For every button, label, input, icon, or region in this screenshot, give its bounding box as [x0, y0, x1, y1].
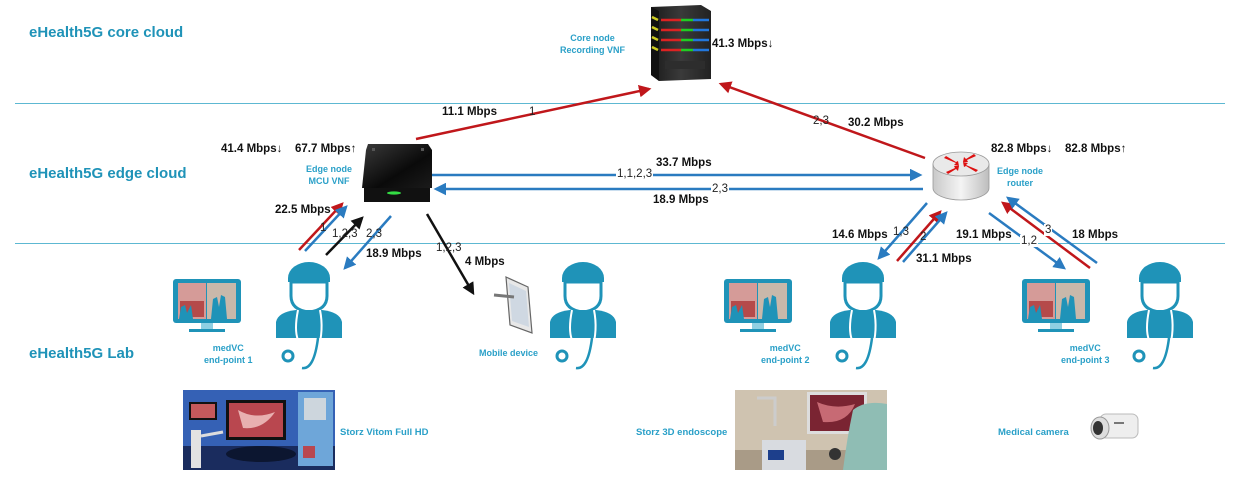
- link-ep1-mcu-blue: [304, 205, 348, 252]
- rate-ep3-router: 18 Mbps: [1072, 229, 1119, 241]
- operating-room-photo: [183, 390, 335, 470]
- flows-mcu-mobile: 1,2,3: [436, 242, 462, 254]
- rate-mcu-mobile: 4 Mbps: [465, 256, 505, 268]
- video-conference-monitor-icon: [1022, 279, 1090, 332]
- flows-mcu-ep1: 2,3: [366, 228, 382, 240]
- endpoint-2-label-line2: end-point 2: [761, 355, 810, 365]
- link-ep1-mcu-black: [325, 216, 364, 256]
- endpoint-3-label-line1: medVC: [1069, 343, 1101, 353]
- mobile-device-label: Mobile device: [479, 348, 539, 358]
- core-node-label: Core node Recording VNF: [560, 32, 625, 56]
- mcu-node-label-line2: MCU VNF: [308, 176, 350, 186]
- endpoint-3-label: medVC end-point 3: [1061, 342, 1110, 366]
- doctor-icon: [1127, 262, 1193, 370]
- endoscope-photo: [735, 390, 887, 470]
- rate-mcu-core: 11.1 Mbps: [442, 106, 497, 118]
- link-router-ep2: [877, 202, 928, 260]
- doctor-icon: [830, 262, 896, 370]
- endpoint-1-label-line2: end-point 1: [204, 355, 253, 365]
- rate-router-ep3: 19.1 Mbps: [956, 229, 1012, 241]
- link-ep2-router-red: [896, 210, 942, 262]
- core-node-throughput-down: 41.3 Mbps↓: [712, 38, 774, 50]
- mcu-throughput-down: 41.4 Mbps↓: [221, 143, 283, 155]
- flows-ep1-mcu: 1: [320, 222, 327, 234]
- core-node-label-line1: Core node: [570, 33, 615, 43]
- device-label-camera: Medical camera: [998, 427, 1069, 438]
- link-mcu-ep1: [343, 215, 392, 270]
- flows-router-ep2: 1,3: [893, 226, 909, 238]
- separator-edge-lab: [15, 243, 1225, 244]
- router-node-label-line2: router: [1007, 178, 1034, 188]
- rate-router-core: 30.2 Mbps: [848, 117, 904, 129]
- doctor-icon: [276, 262, 342, 370]
- endpoint-1-label-line1: medVC: [212, 343, 244, 353]
- server-box-icon: [362, 144, 432, 202]
- endpoint-3-label-line2: end-point 3: [1061, 355, 1110, 365]
- rate-mcu-router: 33.7 Mbps: [656, 157, 712, 169]
- rate-router-ep2: 14.6 Mbps: [832, 229, 888, 241]
- video-conference-monitor-icon: [724, 279, 792, 332]
- doctor-icon: [550, 262, 616, 370]
- camcorder-icon: [1090, 413, 1139, 440]
- video-conference-monitor-icon: [173, 279, 241, 332]
- layer-title-edge: eHealth5G edge cloud: [29, 165, 187, 182]
- endpoint-1-label: medVC end-point 1: [204, 342, 253, 366]
- rate-ep1-mcu: 22.5 Mbps: [275, 204, 331, 216]
- link-ep2-router-blue: [902, 211, 948, 263]
- mcu-node-label-line1: Edge node: [306, 164, 353, 174]
- flows-ep1-mcu-black: 1,2,3: [332, 228, 358, 240]
- flows-router-core: 2,3: [813, 115, 829, 127]
- flows-mcu-core: 1: [529, 106, 536, 118]
- router-node-label: Edge node router: [997, 165, 1043, 189]
- tablet-icon: [493, 276, 533, 334]
- rate-ep2-router: 31.1 Mbps: [916, 253, 972, 265]
- router-icon: [932, 151, 990, 201]
- router-throughput-up: 82.8 Mbps↑: [1065, 143, 1127, 155]
- link-router-core: [718, 81, 926, 160]
- flows-router-mcu: 2,3: [711, 183, 729, 195]
- layer-title-core: eHealth5G core cloud: [29, 24, 184, 41]
- device-label-endoscope: Storz 3D endoscope: [636, 427, 728, 438]
- router-node-label-line1: Edge node: [997, 166, 1044, 176]
- flows-router-ep3: 1,2: [1020, 235, 1038, 247]
- link-mcu-mobile: [425, 213, 475, 296]
- link-ep3-router-blue: [1005, 196, 1098, 265]
- device-label-vitom: Storz Vitom Full HD: [340, 427, 429, 438]
- rate-router-mcu: 18.9 Mbps: [653, 194, 709, 206]
- endpoint-2-label-line1: medVC: [769, 343, 801, 353]
- flows-ep2-router: 2: [920, 231, 927, 243]
- flows-mcu-router: 1,1,2,3: [616, 168, 654, 180]
- rate-mcu-ep1: 18.9 Mbps: [366, 248, 422, 260]
- mcu-node-label: Edge node MCU VNF: [306, 163, 352, 187]
- core-node-label-line2: Recording VNF: [560, 45, 626, 55]
- server-rack-icon: [651, 5, 711, 81]
- router-throughput-down: 82.8 Mbps↓: [991, 143, 1053, 155]
- layer-title-lab: eHealth5G Lab: [29, 345, 135, 362]
- separator-core-edge: [15, 103, 1225, 104]
- flows-ep3-router: 3: [1044, 224, 1053, 236]
- link-mcu-core: [415, 84, 652, 141]
- mcu-throughput-up: 67.7 Mbps↑: [295, 143, 357, 155]
- endpoint-2-label: medVC end-point 2: [761, 342, 810, 366]
